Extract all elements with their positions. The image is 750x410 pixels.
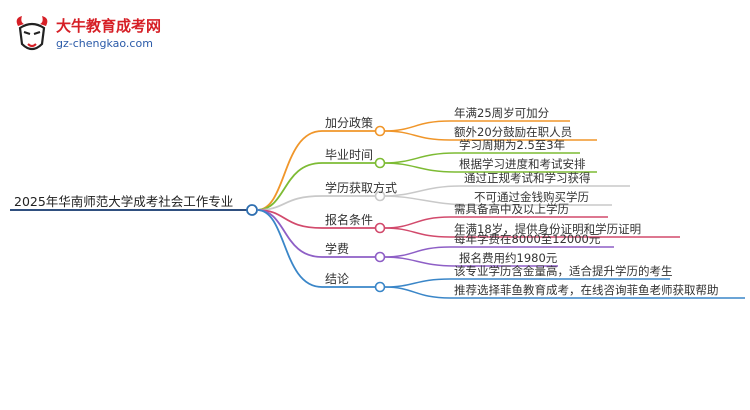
branch-label: 学历获取方式 <box>325 181 398 195</box>
leaf-label: 年满18岁，提供身份证明和学历证明 <box>454 222 642 236</box>
leaf-label: 根据学习进度和考试安排 <box>459 157 586 171</box>
leaf-connector <box>384 286 451 299</box>
branch-connector <box>256 130 323 211</box>
root-node <box>246 204 258 216</box>
branch-label: 毕业时间 <box>325 148 374 162</box>
branch-label: 结论 <box>325 272 350 286</box>
leaf-connector <box>384 278 451 288</box>
leaf-label: 该专业学历含金量高，适合提升学历的考生 <box>454 264 673 278</box>
brand-name: 大牛教育成考网 <box>56 17 162 35</box>
leaf-label: 需具备高中及以上学历 <box>454 202 569 216</box>
leaf-connector <box>384 227 451 238</box>
leaf-label: 额外20分鼓励在职人员 <box>454 125 573 139</box>
leaf-connector <box>384 120 451 132</box>
branch-label: 报名条件 <box>325 213 374 227</box>
leaf-label: 学习周期为2.5至3年 <box>459 138 566 152</box>
leaf-label: 每年学费在8000至12000元 <box>454 232 601 246</box>
leaf-connector <box>384 130 451 141</box>
branch-label: 加分政策 <box>325 116 374 130</box>
leaf-connector <box>384 216 451 229</box>
leaf-label: 通过正规考试和学习获得 <box>464 171 591 185</box>
leaf-connector <box>384 195 471 206</box>
leaf-label: 报名费用约1980元 <box>459 251 558 265</box>
branch-node <box>374 251 386 263</box>
brand-url: gz-chengkao.com <box>56 37 153 50</box>
brand-logo: 大牛教育成考网 gz-chengkao.com <box>10 12 180 56</box>
mindmap-root: 2025年华南师范大学成考社会工作专业 <box>14 194 234 209</box>
branch-node <box>374 222 386 234</box>
branch-node <box>374 125 386 137</box>
leaf-connector <box>384 152 456 164</box>
leaf-connector <box>384 256 456 267</box>
branch-connector <box>256 162 323 211</box>
branch-node <box>374 157 386 169</box>
branch-node <box>374 281 386 293</box>
branch-connector <box>256 209 323 258</box>
leaf-connector <box>384 162 456 173</box>
leaf-label: 年满25周岁可加分 <box>454 106 550 120</box>
leaf-label: 不可通过金钱购买学历 <box>474 190 589 204</box>
leaf-connector <box>384 246 451 258</box>
branch-connector <box>256 209 323 288</box>
leaf-label: 推荐选择菲鱼教育成考，在线咨询菲鱼老师获取帮助 <box>454 283 719 297</box>
branch-label: 学费 <box>325 242 350 256</box>
bull-logo-icon <box>16 16 48 51</box>
